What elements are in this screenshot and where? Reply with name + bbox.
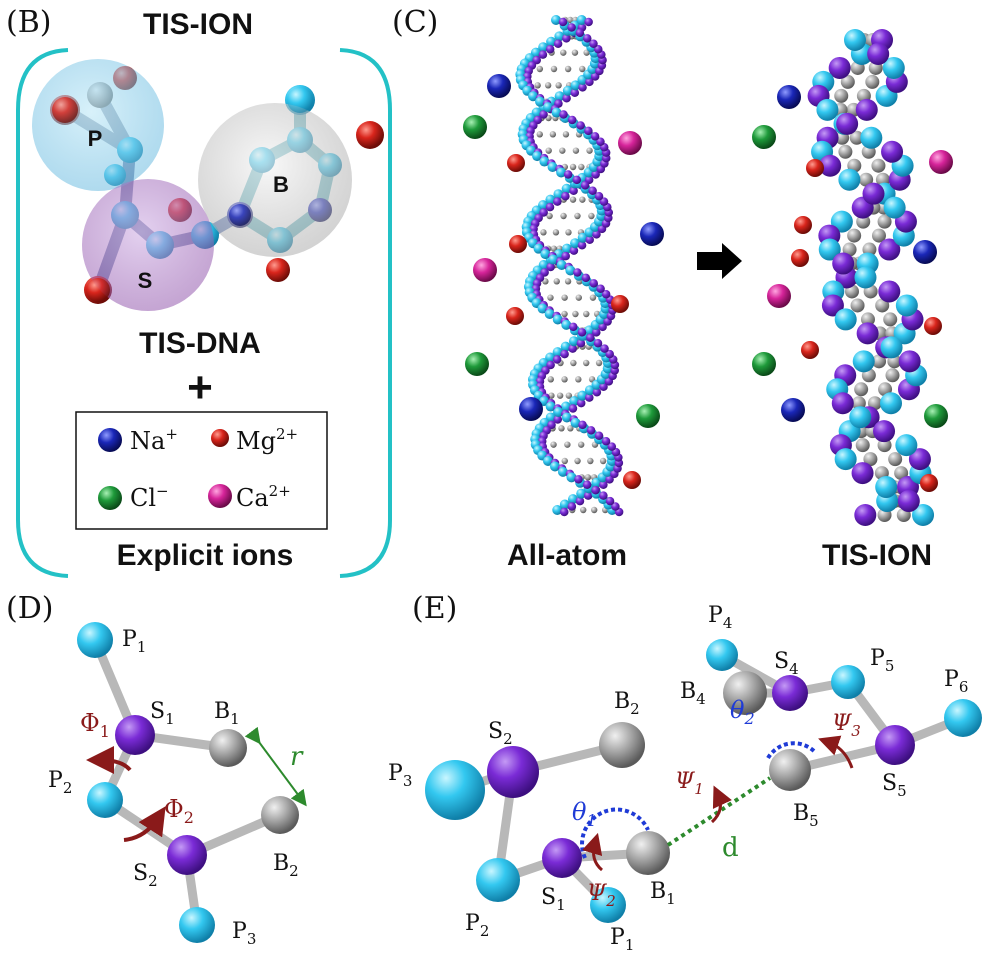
- e-label-s5: S5: [882, 771, 907, 800]
- e-label-s4: S4: [774, 649, 799, 678]
- e-label-b1: B1: [650, 879, 676, 908]
- legend-cl-swatch: [98, 486, 122, 510]
- d-bead-s2: [167, 835, 207, 875]
- e-label-b5: B5: [793, 801, 819, 830]
- e-bead-s4: [772, 675, 808, 711]
- tis-ion-helix: [807, 29, 935, 526]
- bead-label-s: S: [138, 268, 153, 293]
- panel-d-bonds: [90, 635, 285, 930]
- e-bead-s2: [487, 746, 539, 798]
- e-bead-p5: [831, 665, 865, 699]
- phi1-arrow: [86, 746, 132, 775]
- psi3-arrow: [818, 735, 854, 769]
- e-label-b4: B4: [680, 679, 706, 708]
- d-label-s2: S2: [133, 861, 158, 890]
- all-atom-label: All-atom: [507, 539, 627, 572]
- all-atom-ions: [463, 74, 664, 489]
- e-label-p3: P3: [388, 761, 412, 790]
- all-atom-helix: [515, 15, 624, 517]
- bead-label-b: B: [273, 172, 289, 197]
- d-label-p3: P3: [232, 919, 256, 948]
- d-bead-p1: [77, 622, 113, 658]
- panel-e-letter: (E): [412, 591, 457, 626]
- e-label-p6: P6: [944, 667, 968, 696]
- ion-legend: Na+ Mg2+ Cl− Ca2+: [75, 411, 328, 530]
- e-bead-b2: [599, 722, 645, 768]
- right-bracket: [339, 48, 392, 578]
- explicit-ions-label: Explicit ions: [117, 539, 294, 572]
- d-bead-b1: [209, 729, 247, 767]
- sugar-halo: [82, 179, 214, 311]
- d-label-p2: P2: [48, 768, 72, 797]
- legend-ca: Ca2+: [236, 482, 291, 512]
- legend-cl: Cl−: [130, 482, 169, 512]
- d-bead-p2: [87, 782, 123, 818]
- e-label-theta2: θ2: [730, 696, 755, 728]
- e-bead-p2: [476, 858, 520, 902]
- d-label-phi2: Φ2: [164, 795, 194, 827]
- e-label-psi1: Ψ1: [675, 769, 704, 798]
- panel-e: (E): [388, 591, 982, 954]
- psi1-arrow: [710, 785, 732, 824]
- e-label-b2: B2: [614, 689, 640, 718]
- phosphate-halo: [32, 59, 164, 191]
- d-bead-b2: [261, 796, 299, 834]
- d-bead-s1: [115, 715, 155, 755]
- left-bracket: [16, 48, 69, 578]
- e-bead-b5: [769, 749, 811, 791]
- e-label-psi3: Ψ3: [832, 711, 861, 740]
- d-label-b1: B1: [214, 699, 240, 728]
- psi2-arrow: [581, 832, 604, 872]
- e-label-p5: P5: [870, 646, 894, 675]
- d-label-r: r: [290, 742, 304, 772]
- legend-ca-swatch: [208, 484, 232, 508]
- panel-c-letter: (C): [392, 5, 438, 40]
- e-bead-p6: [944, 699, 982, 737]
- e-label-theta1: θ1: [572, 798, 597, 830]
- panel-d-letter: (D): [6, 591, 53, 626]
- e-label-s1: S1: [541, 885, 566, 914]
- e-label-p4: P4: [708, 603, 732, 632]
- e-bead-s5: [875, 725, 915, 765]
- e-bead-p1: [590, 887, 626, 923]
- e-bead-p3: [425, 760, 485, 820]
- legend-mg: Mg2+: [236, 425, 298, 455]
- panel-c: (C): [392, 5, 953, 572]
- d-label-b2: B2: [273, 851, 299, 880]
- d-label-phi1: Φ1: [80, 709, 110, 741]
- d-label-s1: S1: [150, 699, 175, 728]
- e-label-p1: P1: [610, 925, 634, 954]
- e-bead-s1: [542, 838, 582, 878]
- e-label-s2: S2: [488, 719, 513, 748]
- legend-na-swatch: [98, 428, 122, 452]
- phi2-arrow: [123, 806, 166, 842]
- panel-d: (D) P1 S1 B1 P2 S2 B2 P3 Φ1 Φ2: [6, 591, 307, 948]
- bead-label-p: P: [88, 126, 103, 151]
- conversion-arrow: [697, 243, 742, 279]
- panel-b-letter: (B): [6, 5, 51, 40]
- r-arrow: [244, 726, 307, 807]
- e-label-p2: P2: [465, 911, 489, 940]
- e-label-d: d: [722, 833, 739, 863]
- tis-ion-label: TIS-ION: [822, 539, 932, 572]
- e-label-psi2: Ψ2: [587, 881, 616, 910]
- e-bead-p4: [706, 639, 738, 671]
- e-bead-b4: [723, 671, 767, 715]
- panel-b-title: TIS-ION: [143, 8, 253, 41]
- legend-na: Na+: [130, 425, 178, 455]
- tis-dna-label: TIS-DNA: [139, 327, 261, 360]
- tis-ion-ions: [752, 85, 953, 492]
- legend-mg-swatch: [211, 429, 229, 447]
- panel-b: (B) TIS-ION: [6, 5, 392, 578]
- d-label-p1: P1: [122, 627, 146, 656]
- plus-sign: +: [187, 363, 213, 412]
- d-bead-p3: [179, 907, 215, 943]
- e-bead-b1: [626, 831, 670, 875]
